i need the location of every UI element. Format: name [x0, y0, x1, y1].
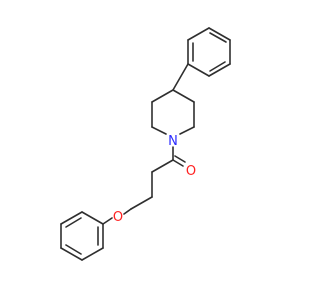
bond — [151, 89, 174, 103]
bond — [172, 89, 195, 103]
o-phenyl-bond — [102, 217, 113, 225]
molecule-structure: N O O — [60, 27, 231, 261]
nitrogen-atom-label: N — [168, 134, 178, 149]
carbonyl-double-bond — [172, 159, 184, 167]
bond — [179, 126, 195, 135]
bond — [81, 247, 104, 261]
bond — [187, 63, 210, 77]
double-bond-inner — [65, 217, 82, 228]
double-bond-inner — [209, 32, 227, 43]
carbonyl-oxygen-label: O — [186, 164, 196, 179]
bond — [151, 126, 167, 135]
phenoxy-ring — [60, 211, 104, 261]
chain-bond — [151, 159, 174, 173]
chain-bond — [130, 196, 153, 210]
piperidine-ring — [151, 89, 195, 135]
benzyl-phenyl-ring — [187, 27, 231, 77]
benzyl-ch2-bond — [172, 63, 189, 91]
bond — [187, 27, 210, 41]
bond — [208, 27, 231, 41]
bond — [60, 247, 83, 261]
ether-oxygen-label: O — [113, 210, 123, 225]
bond — [208, 63, 231, 77]
bond — [81, 211, 104, 225]
chain-o-bond — [123, 208, 132, 215]
bond — [60, 211, 83, 225]
double-bond-inner — [65, 244, 82, 255]
double-bond-inner — [209, 61, 226, 72]
carbonyl-double-bond — [174, 155, 186, 163]
